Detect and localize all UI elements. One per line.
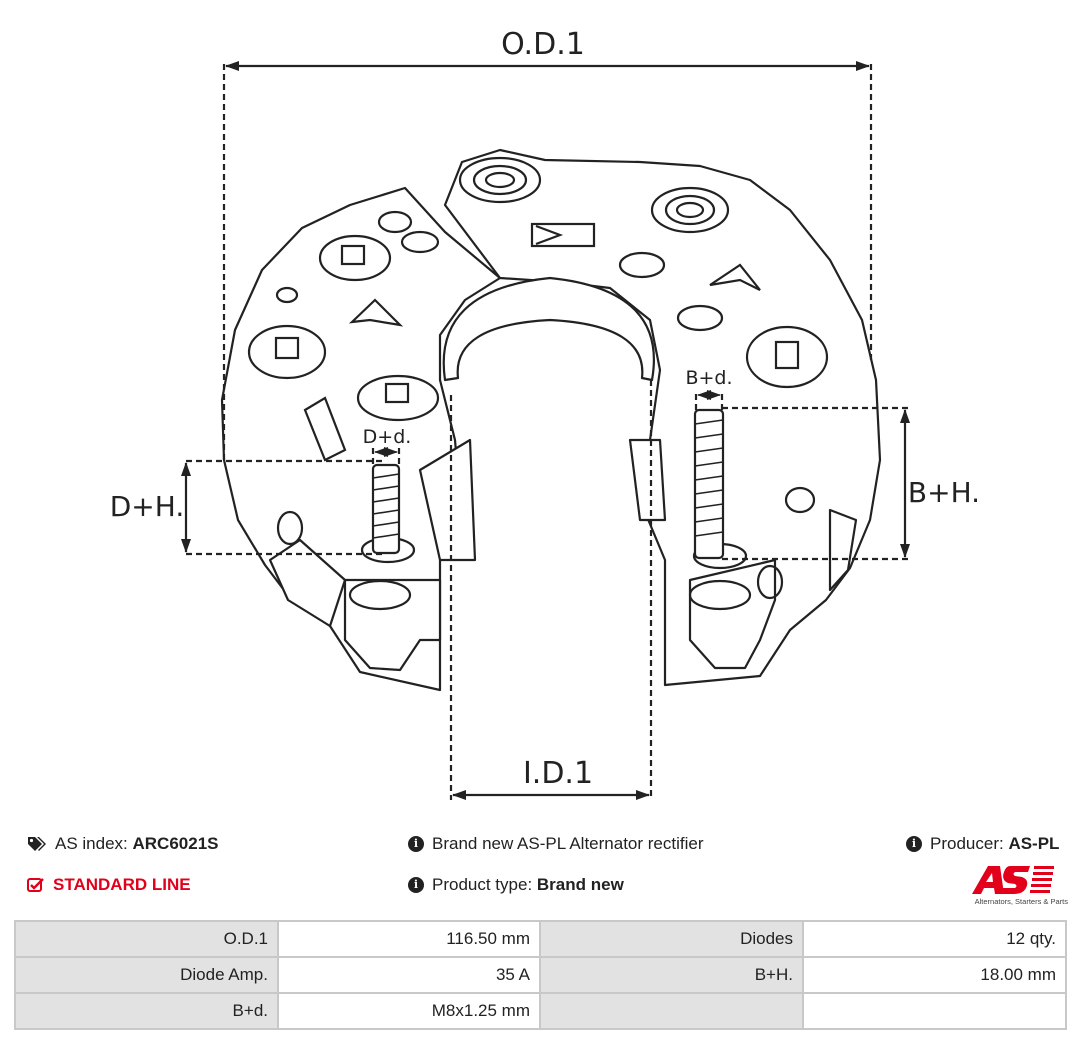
rectifier-diagram: O.D.1 I.D.1 D+H. B+H. D+d. B+d. bbox=[110, 27, 980, 800]
as-index-label: AS index: bbox=[55, 834, 128, 853]
product-type-value: Brand new bbox=[536, 875, 624, 894]
standard-line: STANDARD LINE bbox=[27, 875, 191, 895]
standard-line-label: STANDARD LINE bbox=[53, 875, 191, 894]
spec-value: 12 qty. bbox=[802, 920, 1067, 958]
table-row: O.D.1 116.50 mm Diodes 12 qty. bbox=[14, 920, 1067, 958]
checkbox-icon bbox=[27, 877, 45, 893]
as-index: AS index: ARC6021S bbox=[27, 834, 219, 854]
product-type: i Product type: Brand new bbox=[408, 875, 624, 895]
spec-key bbox=[539, 992, 804, 1030]
info-icon: i bbox=[906, 836, 922, 852]
spec-value bbox=[802, 992, 1067, 1030]
spec-key: B+H. bbox=[539, 956, 804, 994]
producer: i Producer: AS-PL bbox=[906, 834, 1059, 854]
spec-table: O.D.1 116.50 mm Diodes 12 qty. Diode Amp… bbox=[14, 920, 1067, 1030]
as-logo bbox=[972, 866, 1054, 894]
spec-value: M8x1.25 mm bbox=[277, 992, 541, 1030]
dd-label: D+d. bbox=[363, 426, 412, 448]
od1-label: O.D.1 bbox=[501, 27, 585, 62]
dimension-arrows bbox=[181, 61, 910, 800]
spec-key: B+d. bbox=[14, 992, 279, 1030]
logo-tagline: Alternators, Starters & Parts bbox=[974, 897, 1068, 906]
spec-value: 116.50 mm bbox=[277, 920, 541, 958]
table-row: Diode Amp. 35 A B+H. 18.00 mm bbox=[14, 956, 1067, 994]
bd-label: B+d. bbox=[685, 367, 732, 389]
dimension-guides bbox=[186, 64, 910, 800]
spec-key: O.D.1 bbox=[14, 920, 279, 958]
rectifier-body bbox=[220, 148, 882, 692]
producer-value: AS-PL bbox=[1008, 834, 1060, 853]
table-row: B+d. M8x1.25 mm bbox=[14, 992, 1067, 1030]
spec-key: Diodes bbox=[539, 920, 804, 958]
dh-label: D+H. bbox=[110, 490, 184, 523]
description: i Brand new AS-PL Alternator rectifier bbox=[408, 834, 704, 854]
tags-icon bbox=[27, 836, 47, 852]
id1-label: I.D.1 bbox=[523, 756, 593, 791]
spec-value: 35 A bbox=[277, 956, 541, 994]
bolt-threads bbox=[372, 419, 724, 539]
bh-label: B+H. bbox=[908, 476, 980, 509]
producer-label: Producer: bbox=[930, 834, 1004, 853]
info-icon: i bbox=[408, 836, 424, 852]
rectifier-details bbox=[247, 156, 829, 611]
spec-value: 18.00 mm bbox=[802, 956, 1067, 994]
info-icon: i bbox=[408, 877, 424, 893]
spec-key: Diode Amp. bbox=[14, 956, 279, 994]
as-index-value: ARC6021S bbox=[132, 834, 219, 853]
product-type-label: Product type: bbox=[432, 875, 533, 894]
description-text: Brand new AS-PL Alternator rectifier bbox=[432, 834, 704, 853]
